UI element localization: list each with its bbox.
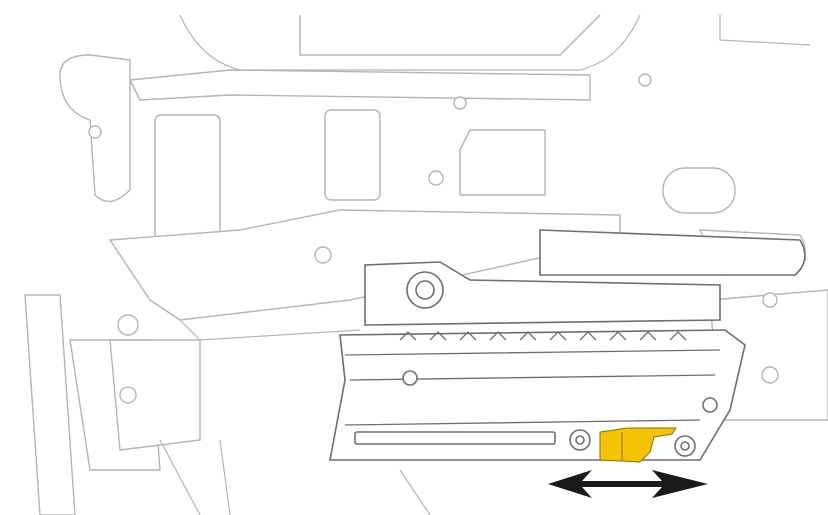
media-guide-assembly — [329, 229, 806, 461]
sensor-slider-lever[interactable] — [599, 427, 677, 463]
double-arrow-icon — [548, 470, 708, 498]
guide-teeth — [399, 331, 687, 341]
